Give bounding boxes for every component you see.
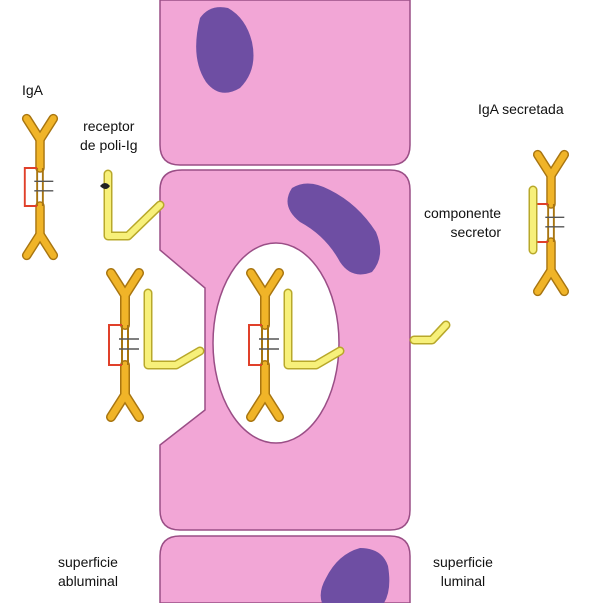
label-superficie-luminal: superficie luminal	[433, 553, 493, 591]
label-superficie-abluminal: superficie abluminal	[58, 553, 118, 591]
poly-ig-receptor-bound-membrane	[148, 293, 200, 365]
label-iga-secretada: IgA secretada	[478, 100, 564, 119]
label-iga: IgA	[22, 81, 43, 100]
label-iga-secretada-text: IgA secretada	[478, 100, 564, 119]
iga-free	[25, 119, 54, 256]
label-receptor-poli-ig: receptor de poli-Ig	[80, 117, 138, 155]
iga-secreted	[536, 155, 565, 292]
label-iga-text: IgA	[22, 81, 43, 100]
label-receptor-line1: receptor	[80, 117, 138, 136]
label-luminal-line1: superficie	[433, 553, 493, 572]
label-abluminal-line2: abluminal	[58, 572, 118, 591]
label-abluminal-line1: superficie	[58, 553, 118, 572]
label-luminal-line2: luminal	[433, 572, 493, 591]
epithelial-cell-top	[160, 0, 410, 165]
label-componente-line2: secretor	[424, 223, 501, 242]
iga-bound-membrane	[109, 273, 139, 417]
label-componente-line1: componente	[424, 204, 501, 223]
label-receptor-line2: de poli-Ig	[80, 136, 138, 155]
label-componente-secretor: componente secretor	[424, 204, 501, 242]
